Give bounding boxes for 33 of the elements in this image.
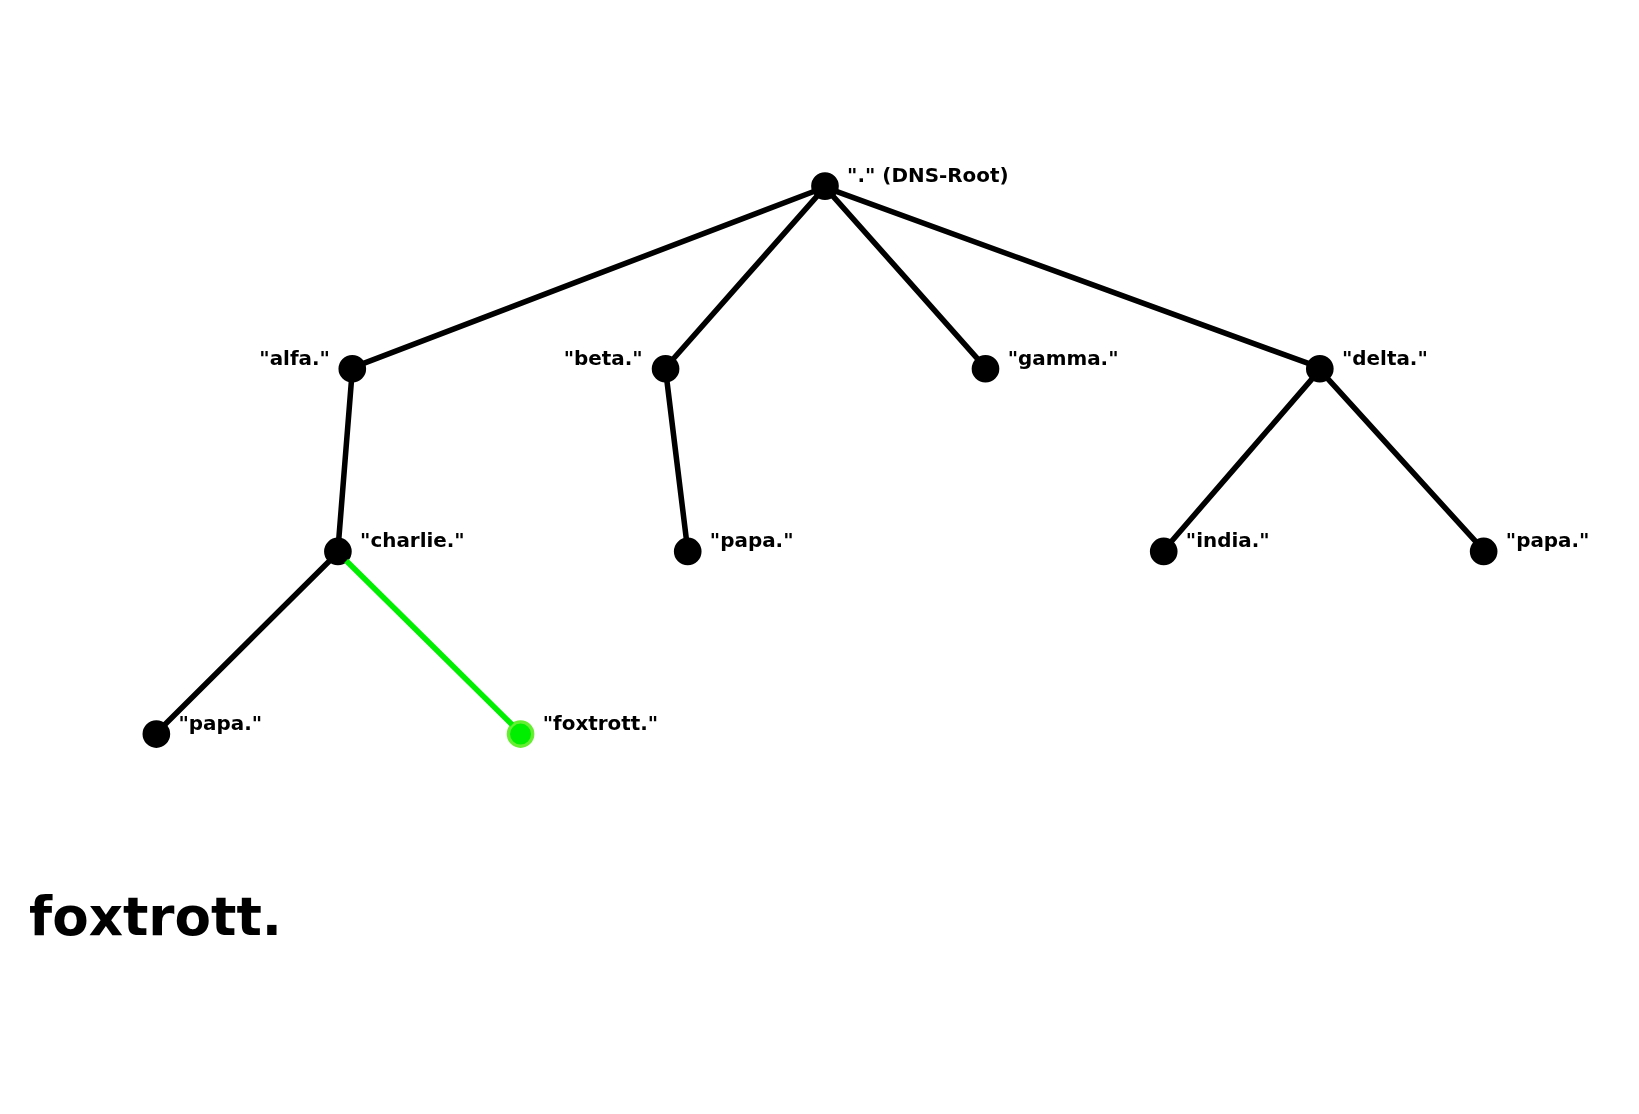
- node-label: "foxtrott.": [542, 711, 658, 735]
- connector: [830, 193, 980, 361]
- connector: [670, 193, 819, 361]
- node-label: "delta.": [1341, 346, 1428, 370]
- node-circle: [337, 354, 366, 383]
- node-circle: [651, 354, 679, 383]
- node-label: "alfa.": [258, 346, 330, 370]
- node-circle: [142, 719, 170, 748]
- node-circle: [323, 537, 352, 565]
- node-label: "papa.": [1505, 528, 1589, 552]
- node-circle: [1149, 537, 1178, 565]
- node-circle: [810, 171, 839, 200]
- node-circle: [1469, 537, 1497, 565]
- node-label: "india.": [1185, 528, 1270, 552]
- node-circle: [1305, 354, 1334, 383]
- node-circle: [971, 354, 999, 383]
- connector: [1168, 376, 1314, 543]
- connector: [362, 188, 815, 366]
- node-label: "papa.": [709, 528, 794, 552]
- node-label: "gamma.": [1007, 346, 1119, 370]
- node-label: "papa.": [178, 711, 262, 735]
- connector: [663, 380, 689, 539]
- node-label: "charlie.": [359, 528, 465, 552]
- connector: [343, 558, 514, 727]
- connector: [162, 558, 332, 727]
- connector: [335, 380, 354, 539]
- connector: [1325, 376, 1478, 544]
- label: foxtrott.: [28, 885, 282, 948]
- node-circle: [673, 537, 702, 565]
- connector: [834, 188, 1309, 366]
- node-circle: [506, 719, 534, 748]
- node-label: "." (DNS-Root): [846, 163, 1009, 187]
- node-label: "beta.": [563, 346, 643, 370]
